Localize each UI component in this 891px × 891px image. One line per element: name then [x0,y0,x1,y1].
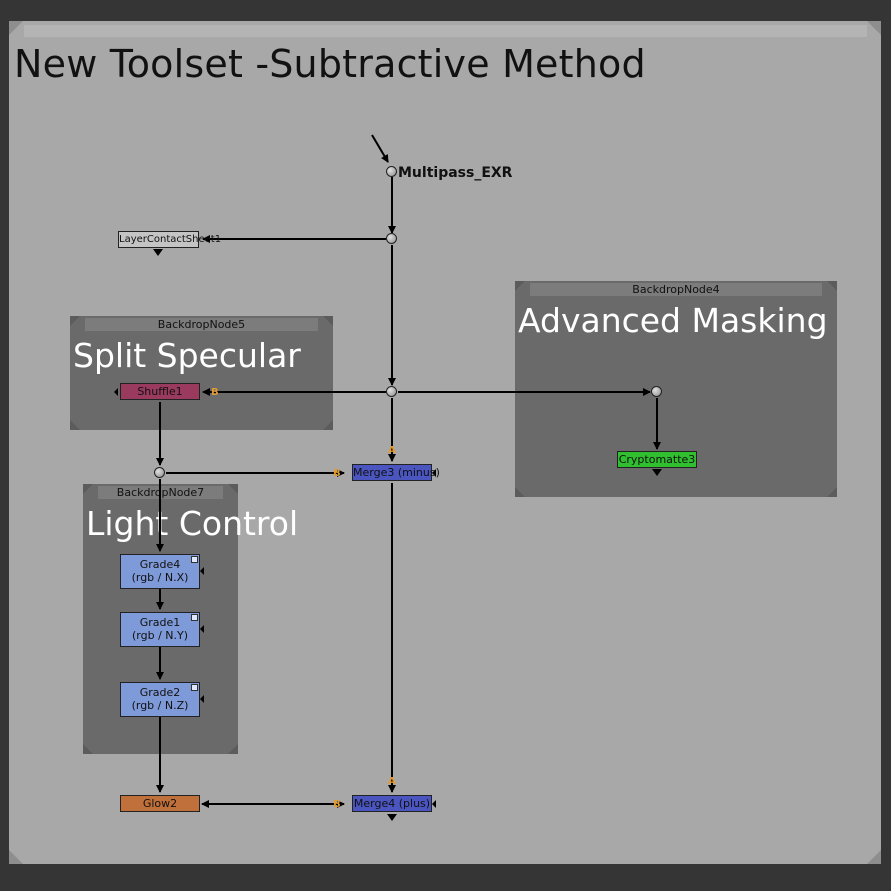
node-grade1[interactable]: Grade1 (rgb / N.Y) [120,612,200,647]
pin-a-merge4: A [388,776,396,787]
backdrop-corner [515,281,525,291]
canvas-corner-tl [9,21,23,35]
canvas-corner-br [867,850,881,864]
read-node-label[interactable]: Multipass_EXR [398,165,513,181]
backdrop-corner [323,316,333,326]
backdrop-name: BackdropNode4 [530,283,822,296]
canvas-corner-bl [9,850,23,864]
backdrop-advanced-masking[interactable]: BackdropNode4 Advanced Masking [515,281,837,497]
backdrop-corner [827,487,837,497]
backdrop-corner [323,420,333,430]
node-label: Glow2 [142,797,178,810]
toolset-title: New Toolset -Subtractive Method [14,42,646,86]
node-grade4[interactable]: Grade4 (rgb / N.X) [120,554,200,589]
backdrop-split-specular[interactable]: BackdropNode5 Split Specular [70,316,333,430]
dot-node-2[interactable] [386,386,397,397]
node-label: Merge4 (plus) [353,797,431,810]
pin-b-shuffle: B [211,387,219,398]
backdrop-name: BackdropNode5 [85,318,318,331]
node-label: Grade4 [139,558,181,571]
node-sublabel: (rgb / N.Y) [131,629,189,642]
node-label: Grade1 [139,616,181,629]
node-cryptomatte[interactable]: Cryptomatte3 [617,451,697,468]
node-label: Shuffle1 [137,385,183,398]
node-merge3[interactable]: Merge3 (minus) [352,464,440,481]
mask-icon [191,556,198,563]
backdrop-corner [228,484,238,494]
canvas-top-bar [24,25,867,37]
backdrop-name: BackdropNode7 [98,486,223,499]
pin-a-merge3: A [388,445,396,456]
backdrop-corner [83,484,93,494]
node-label: LayerContactSheet1 [119,234,222,245]
node-merge4[interactable]: Merge4 (plus) [352,795,432,812]
backdrop-corner [515,487,525,497]
dot-node-1[interactable] [386,233,397,244]
node-label: Cryptomatte3 [618,453,696,466]
read-node-dot[interactable] [386,166,397,177]
backdrop-corner [70,420,80,430]
node-sublabel: (rgb / N.X) [131,571,189,584]
node-grade2[interactable]: Grade2 (rgb / N.Z) [120,682,200,717]
dot-node-mask[interactable] [651,386,662,397]
backdrop-label: Split Specular [73,336,301,375]
dot-node-3[interactable] [154,467,165,478]
backdrop-label: Light Control [86,504,299,543]
canvas-corner-tr [867,21,881,35]
mask-icon [191,684,198,691]
node-sublabel: (rgb / N.Z) [131,699,189,712]
mask-icon [191,614,198,621]
backdrop-corner [228,744,238,754]
backdrop-corner [827,281,837,291]
pin-b-merge4: B [333,799,341,810]
pin-b-merge3: B [333,468,341,479]
node-shuffle[interactable]: Shuffle1 [120,383,200,400]
node-glow[interactable]: Glow2 [120,795,200,812]
node-label: Merge3 (minus) [353,466,440,479]
node-layer-contact-sheet[interactable]: LayerContactSheet1 [118,231,221,248]
backdrop-corner [83,744,93,754]
backdrop-corner [70,316,80,326]
backdrop-label: Advanced Masking [518,301,828,340]
node-label: Grade2 [139,686,181,699]
